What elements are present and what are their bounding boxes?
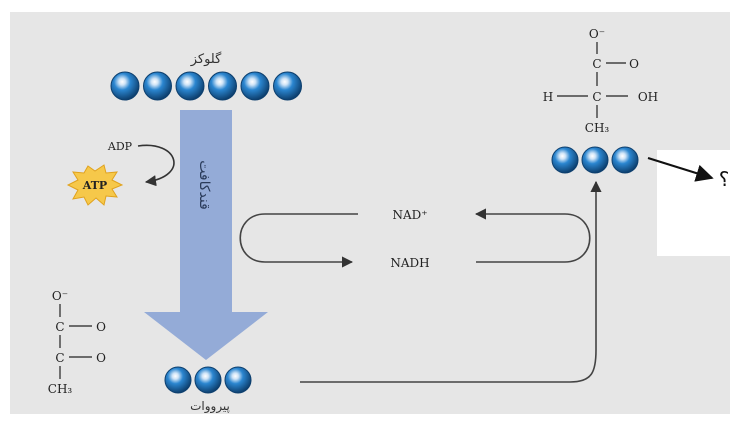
carbon-atom-icon [551,146,579,174]
carbon-atom-icon [194,366,222,394]
nad-return-arrow [474,208,591,263]
atp-label: ATP [82,179,107,192]
pyruvate-oxygen-2: O [96,351,106,365]
lactate-hydroxyl: OH [638,90,658,104]
diagram-panel [10,12,730,414]
lactate-carbon-1: C [592,57,601,71]
carbon-atom-icon [611,146,639,174]
nad-cycle-loop [239,213,358,268]
pyruvate-label: پیرووات [190,399,230,414]
question-mark: ؟ [719,167,730,191]
pyruvate-carbon-1: C [55,320,64,334]
carbon-atom-icon [208,71,237,101]
carbon-atom-icon [175,71,205,101]
carbon-atom-icon [581,146,609,174]
nadh-label: NADH [390,256,429,270]
glycolysis-arrow [144,110,268,360]
carbon-atom-icon [164,366,192,394]
pyruvate-methyl: CH₃ [48,382,73,396]
pyruvate-oxygen-1: O [96,320,106,334]
starburst-icon [66,164,124,206]
pyruvate-formula: O⁻ C O C O CH₃ [48,289,106,396]
lactate-oxygen-1: O [629,57,639,71]
atp-starburst: ATP [66,164,124,206]
carbon-atom-icon [273,71,302,101]
carbon-atom-icon [240,71,270,101]
lactate-molecule [551,146,639,174]
lactate-to-unknown-arrow [647,156,714,182]
pyruvate-top-oxygen: O⁻ [52,289,68,303]
lactate-carbon-2: C [592,90,601,104]
lactate-top-oxygen: O⁻ [589,27,605,41]
pyruvate-molecule [164,366,252,394]
lactate-formula: O⁻ C O H C OH CH₃ [543,27,658,135]
pyruvate-to-lactate-arrow [300,180,602,383]
glucose-label: گلوکز [190,51,222,67]
carbon-atom-icon [224,366,252,394]
nad-plus-label: NAD⁺ [392,208,427,222]
pyruvate-carbon-2: C [55,351,64,365]
adp-label: ADP [107,140,133,153]
carbon-atom-icon [110,71,140,101]
glycolysis-label: قندکافت [196,160,212,210]
glucose-molecule [110,71,302,101]
carbon-atom-icon [143,71,172,101]
lactate-hydrogen: H [543,90,553,104]
adp-atp-arrow [137,144,175,187]
lactate-methyl: CH₃ [585,121,610,135]
